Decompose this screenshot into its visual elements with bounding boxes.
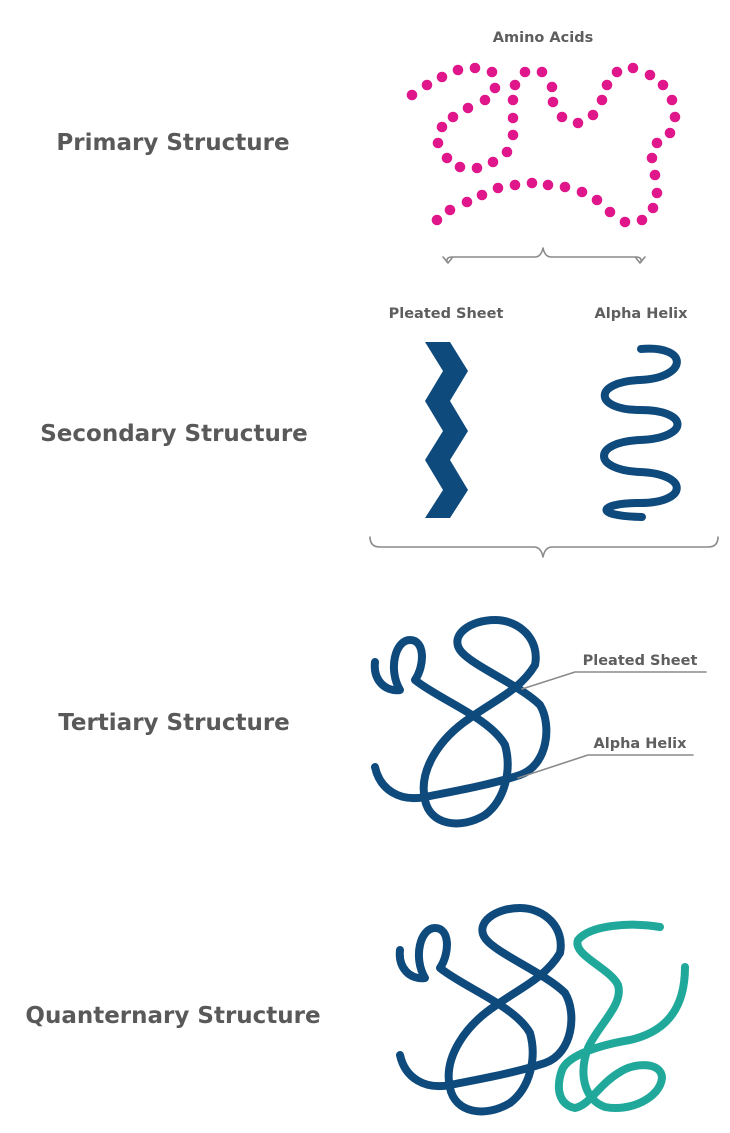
amino-acids-label: Amino Acids	[493, 30, 593, 46]
primary-to-secondary-brace	[442, 247, 646, 264]
primary-structure-label: Primary Structure	[56, 130, 289, 156]
tertiary-chain	[370, 616, 551, 828]
tertiary-alpha-helix-label: Alpha Helix	[594, 736, 688, 752]
quaternary-structure-label: Quanternary Structure	[25, 1003, 320, 1029]
alpha-helix-label: Alpha Helix	[595, 306, 689, 322]
quaternary-navy-chain	[395, 904, 576, 1116]
tertiary-structure-label: Tertiary Structure	[58, 710, 290, 736]
secondary-structure-label: Secondary Structure	[40, 421, 308, 447]
tertiary-pleated-sheet-label: Pleated Sheet	[583, 653, 698, 669]
secondary-to-tertiary-brace	[369, 536, 719, 558]
pleated-sheet-shape	[425, 342, 468, 518]
amino-acid-chain	[406, 62, 681, 228]
alpha-helix-shape	[600, 344, 682, 521]
tertiary-callouts	[517, 671, 707, 779]
quaternary-teal-chain	[554, 920, 689, 1112]
pleated-sheet-label: Pleated Sheet	[389, 306, 504, 322]
